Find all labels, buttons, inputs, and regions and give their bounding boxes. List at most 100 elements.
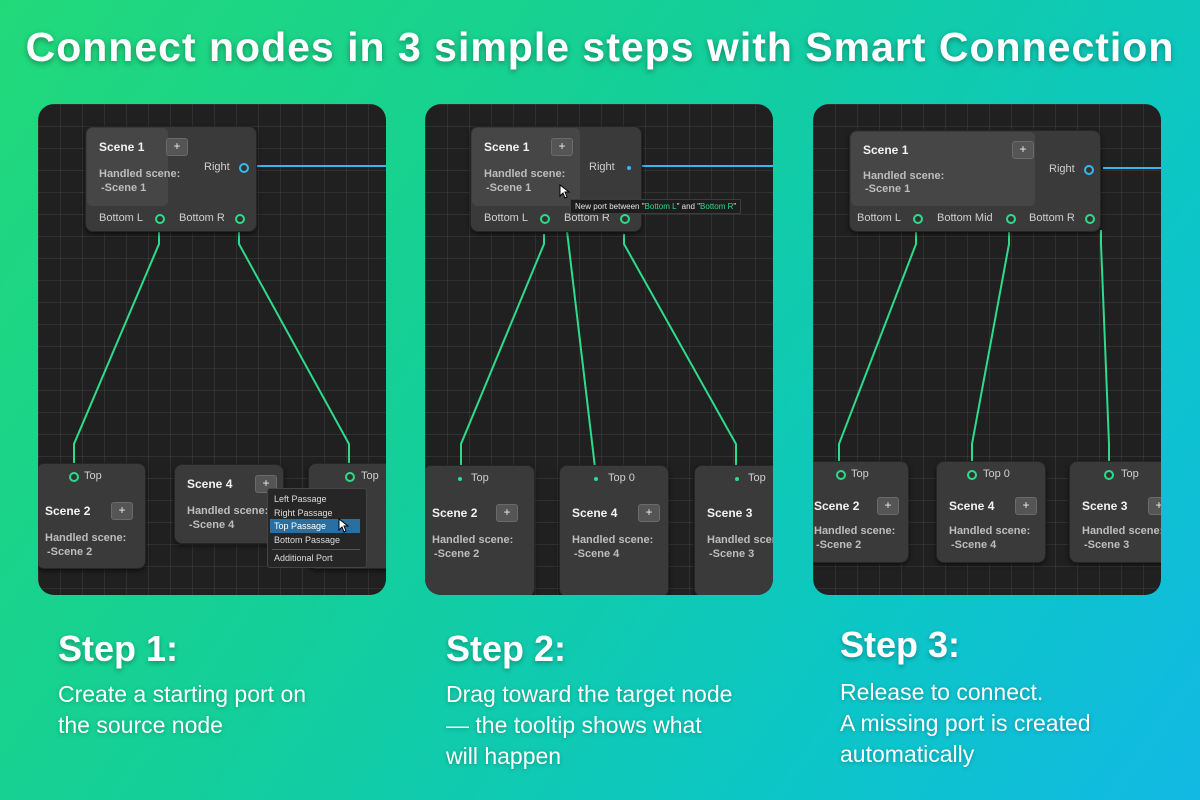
step-2-line-1: Drag toward the target node [446, 681, 733, 707]
port-bottom-r-connector[interactable] [1085, 214, 1095, 224]
handled-scene-value: -Scene 2 [816, 539, 862, 551]
handled-scene-value: -Scene 1 [486, 182, 532, 194]
port-right-label: Right [1049, 163, 1075, 175]
node-title: Scene 2 [432, 506, 478, 520]
step-3-line-1: Release to connect. [840, 679, 1044, 705]
step-1-line-1: Create a starting port on [58, 681, 307, 707]
handled-scene-label: Handled scene: [949, 525, 1031, 537]
add-port-button[interactable]: + [496, 504, 518, 522]
node-header-bg [87, 128, 168, 206]
handled-scene-value: -Scene 2 [434, 548, 480, 560]
port-top-connector[interactable] [594, 477, 598, 481]
graph-panel-step-1[interactable]: Scene 1 + Handled scene: -Scene 1 Right … [38, 104, 386, 595]
menu-item-right-passage[interactable]: Right Passage [274, 508, 333, 518]
port-bottom-l-connector[interactable] [540, 214, 550, 224]
menu-item-bottom-passage[interactable]: Bottom Passage [274, 535, 341, 545]
mouse-cursor-icon [338, 518, 350, 533]
node-title: Scene 1 [484, 140, 530, 154]
menu-item-additional-port[interactable]: Additional Port [274, 553, 333, 563]
handled-scene-label: Handled scene: [863, 170, 945, 182]
node-title: Scene 4 [572, 506, 618, 520]
connection-wires [73, 165, 386, 464]
step-3-line-3: automatically [840, 741, 975, 767]
scene-2-node[interactable]: Top Scene 2 + Handled scene: -Scene 2 [425, 465, 535, 595]
port-bottom-l-label: Bottom L [857, 212, 902, 224]
menu-item-top-passage[interactable]: Top Passage [270, 519, 360, 533]
mouse-cursor-icon [559, 184, 571, 199]
port-top-label: Top [471, 472, 489, 484]
port-right-connector[interactable] [239, 163, 249, 173]
step-2-line-3: will happen [446, 743, 562, 769]
add-port-button[interactable]: + [877, 497, 899, 515]
port-bottom-r-connector[interactable] [235, 214, 245, 224]
scene-2-node[interactable]: Top Scene 2 + Handled scene: -Scene 2 [38, 463, 146, 569]
scene-2-node[interactable]: Top Scene 2 + Handled scene: -Scene 2 [813, 461, 909, 563]
add-port-button[interactable]: + [1012, 141, 1034, 159]
add-port-button[interactable]: + [166, 138, 188, 156]
handled-scene-label: Handled scene: [432, 534, 514, 546]
scene-4-node[interactable]: Top 0 Scene 4 + Handled scene: -Scene 4 [559, 465, 669, 595]
smart-connection-tooltip: New port between "Bottom L" and "Bottom … [570, 199, 742, 214]
add-port-button[interactable]: + [1148, 497, 1161, 515]
port-bottom-l-connector[interactable] [155, 214, 165, 224]
port-bottom-r-label: Bottom R [1029, 212, 1075, 224]
handled-scene-value: -Scene 2 [47, 546, 93, 558]
node-header-bg [851, 132, 1035, 206]
add-port-button[interactable]: + [638, 504, 660, 522]
node-title: Scene 2 [814, 499, 860, 513]
scene-3-node[interactable]: Top Scene 3 Handled scene: -Scene 3 [694, 465, 773, 595]
node-title: Scene 2 [45, 504, 91, 518]
tooltip-port-a: Bottom L [644, 202, 677, 211]
scene-1-node[interactable]: Scene 1 + Handled scene: -Scene 1 Right … [470, 126, 642, 232]
step-2-description: Drag toward the target node — the toolti… [446, 679, 732, 772]
menu-item-left-passage[interactable]: Left Passage [274, 494, 327, 504]
port-context-menu[interactable]: Left Passage Right Passage Top Passage B… [267, 488, 367, 568]
port-top-label: Top [748, 472, 766, 484]
port-top-connector[interactable] [1104, 470, 1114, 480]
tooltip-mid: " and " [676, 202, 701, 211]
handled-scene-value: -Scene 1 [865, 183, 911, 195]
port-top-connector[interactable] [735, 477, 739, 481]
add-port-button[interactable]: + [111, 502, 133, 520]
port-top-label: Top 0 [983, 468, 1010, 480]
step-3-description: Release to connect. A missing port is cr… [840, 677, 1091, 770]
handled-scene-label: Handled scene: [45, 532, 127, 544]
port-top-connector[interactable] [967, 470, 977, 480]
port-bottom-l-label: Bottom L [484, 212, 529, 224]
port-bottom-mid-connector[interactable] [1006, 214, 1016, 224]
handled-scene-label: Handled scene: [187, 505, 269, 517]
port-top-connector[interactable] [345, 472, 355, 482]
scene-1-node[interactable]: Scene 1 + Handled scene: -Scene 1 Right … [85, 126, 257, 232]
port-right-connector[interactable] [1084, 165, 1094, 175]
port-bottom-r-label: Bottom R [179, 212, 225, 224]
scene-4-node[interactable]: Top 0 Scene 4 + Handled scene: -Scene 4 [936, 461, 1046, 563]
handled-scene-value: -Scene 4 [951, 539, 997, 551]
scene-1-node[interactable]: Scene 1 + Handled scene: -Scene 1 Right … [849, 130, 1101, 232]
graph-panel-step-2[interactable]: Scene 1 + Handled scene: -Scene 1 Right … [425, 104, 773, 595]
port-right-connector[interactable] [627, 166, 631, 170]
handled-scene-value: -Scene 1 [101, 182, 147, 194]
tooltip-suffix: " [733, 202, 737, 211]
scene-3-node[interactable]: Top Scene 3 + Handled scene: -Scene 3 [1069, 461, 1161, 563]
graph-panel-step-3[interactable]: Scene 1 + Handled scene: -Scene 1 Right … [813, 104, 1161, 595]
port-top-connector[interactable] [458, 477, 462, 481]
step-1-title: Step 1: [58, 628, 179, 669]
port-top-label: Top 0 [608, 472, 635, 484]
add-port-button[interactable]: + [1015, 497, 1037, 515]
port-top-connector[interactable] [836, 470, 846, 480]
step-2-title: Step 2: [446, 628, 567, 669]
node-title: Scene 4 [949, 499, 995, 513]
port-top-label: Top [361, 470, 379, 482]
port-right-label: Right [204, 161, 230, 173]
port-bottom-r-connector[interactable] [620, 214, 630, 224]
step-3-title: Step 3: [840, 624, 961, 665]
handled-scene-value: -Scene 3 [1084, 539, 1130, 551]
node-title: Scene 4 [187, 477, 233, 491]
add-port-button[interactable]: + [551, 138, 573, 156]
handled-scene-label: Handled scene: [484, 168, 566, 180]
handled-scene-label: Handled scene: [572, 534, 654, 546]
tooltip-port-b: Bottom R [700, 202, 734, 211]
step-1-line-2: the source node [58, 712, 223, 738]
port-bottom-l-connector[interactable] [913, 214, 923, 224]
port-top-connector[interactable] [69, 472, 79, 482]
